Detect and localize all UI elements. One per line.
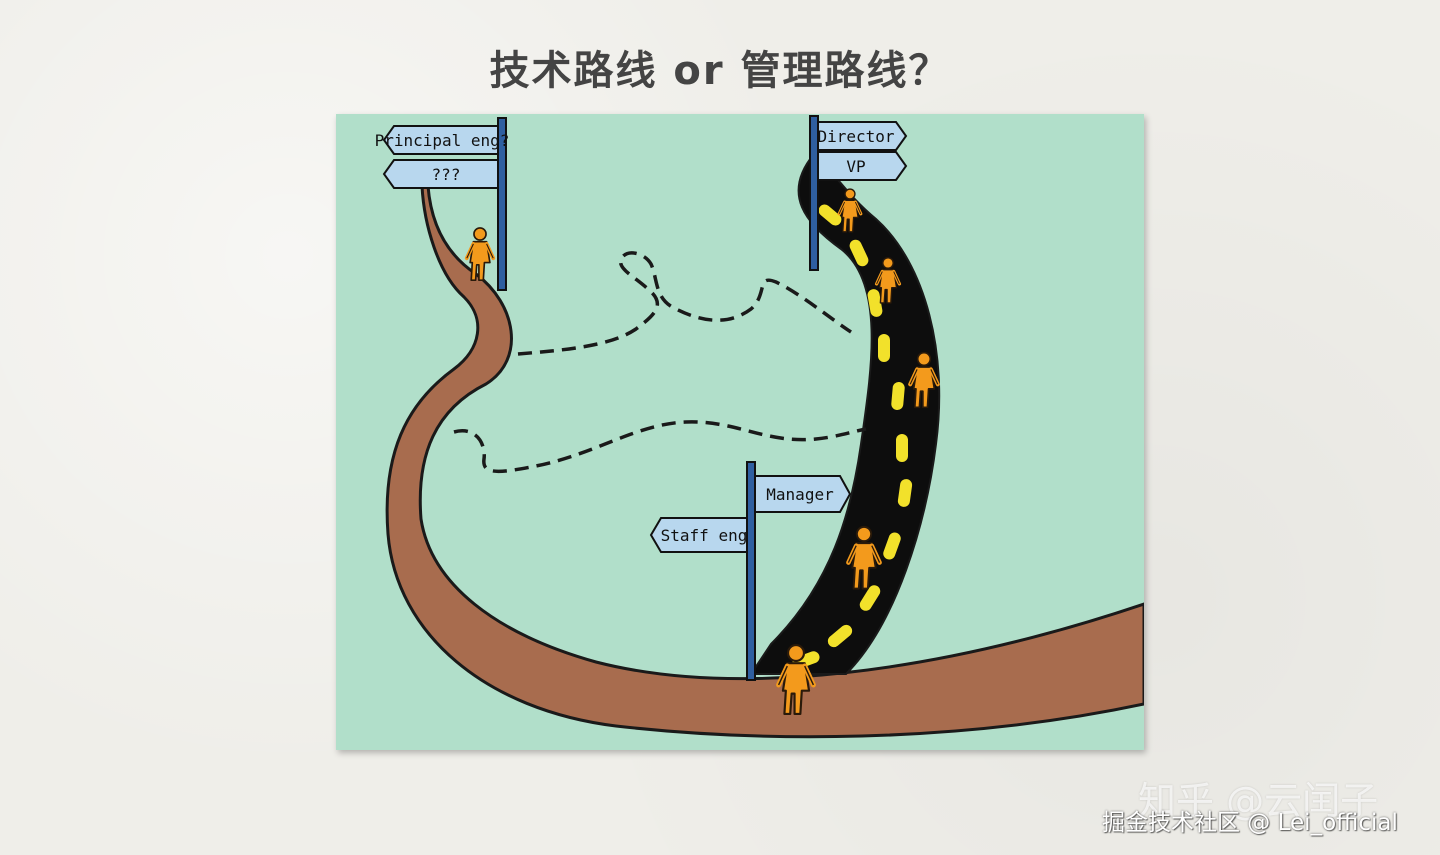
page-title: 技术路线 or 管理路线？: [489, 48, 951, 94]
tech-dirt-road: [385, 184, 1144, 739]
sign-board-director: [817, 121, 908, 151]
career-path-illustration: Principal eng? ??? Director VP Manager S…: [336, 114, 1144, 750]
sign-label-question-marks: ???: [432, 165, 461, 184]
signpost-icon: Principal eng? ???: [375, 117, 510, 291]
juejin-watermark: 掘金技术社区 @ Lei_official: [1102, 810, 1398, 836]
sign-board-manager: [754, 475, 852, 513]
sign-board-vp: [817, 151, 908, 181]
sign-label-manager: Manager: [766, 485, 834, 504]
signpost-icon: Manager Staff eng: [649, 461, 852, 681]
sign-board-principal: [382, 125, 499, 155]
sign-board-unknown: [382, 159, 499, 189]
sign-label-director: Director: [817, 127, 894, 146]
zhihu-watermark: 知乎 @云闰子: [1138, 779, 1379, 823]
sign-label-vp: VP: [846, 157, 865, 176]
dashed-crossover-lower: [453, 420, 867, 474]
sign-board-staff-eng: [649, 517, 748, 553]
dashed-crossover-upper: [517, 251, 852, 356]
signpost-icon: Director VP: [809, 115, 908, 271]
sign-label-principal-eng: Principal eng?: [375, 131, 510, 150]
sign-label-staff-eng: Staff eng: [661, 526, 748, 545]
